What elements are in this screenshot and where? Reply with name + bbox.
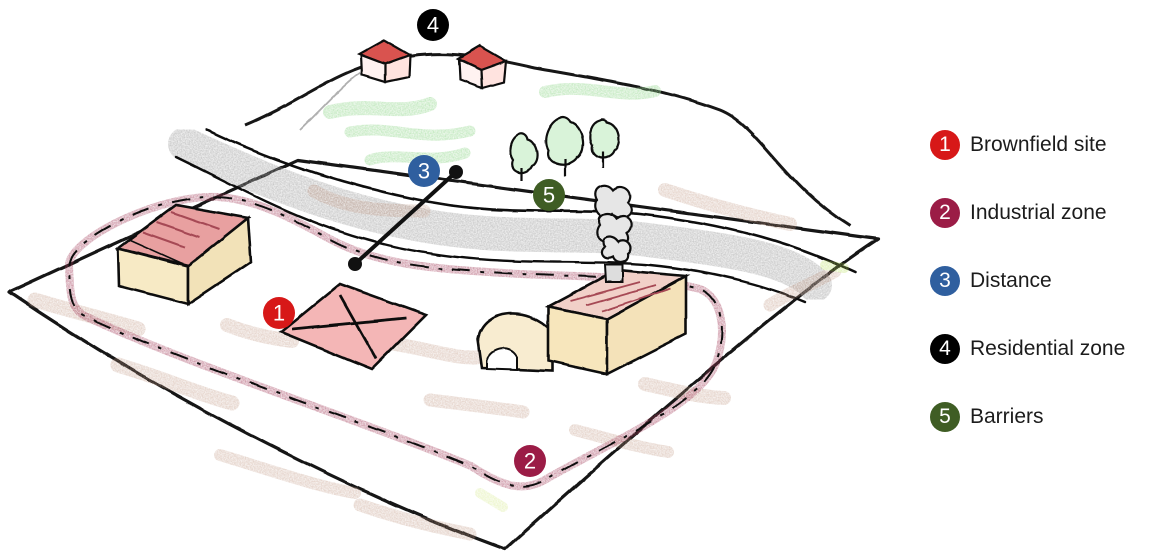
tree-icon <box>510 117 619 181</box>
legend-label-residential-zone: Residential zone <box>970 337 1125 361</box>
residential-badge: 4 <box>417 9 449 41</box>
industrial-badge: 2 <box>514 445 546 477</box>
distance-badge: 3 <box>408 155 440 187</box>
legend-label-industrial-zone: Industrial zone <box>970 201 1107 225</box>
legend-label-brownfield-site: Brownfield site <box>970 133 1107 157</box>
legend-item-industrial-zone: 2 Industrial zone <box>930 193 1166 233</box>
legend-badge-3: 3 <box>930 266 960 296</box>
industrial-badge-number: 2 <box>524 449 536 474</box>
house-icon <box>359 40 506 88</box>
barriers-badge: 5 <box>533 179 565 211</box>
legend-label-distance: Distance <box>970 269 1052 293</box>
legend-item-barriers: 5 Barriers <box>930 397 1166 437</box>
legend-item-distance: 3 Distance <box>930 261 1166 301</box>
brownfield-badge-number: 1 <box>273 301 285 326</box>
barriers-badge-number: 5 <box>543 183 555 208</box>
legend-badge-1: 1 <box>930 130 960 160</box>
legend-badge-5: 5 <box>930 402 960 432</box>
legend-label-barriers: Barriers <box>970 405 1044 429</box>
legend-item-residential-zone: 4 Residential zone <box>930 329 1166 369</box>
distance-badge-number: 3 <box>418 159 430 184</box>
legend-badge-2: 2 <box>930 198 960 228</box>
legend: 1 Brownfield site 2 Industrial zone 3 Di… <box>930 125 1166 465</box>
brownfield-badge: 1 <box>263 297 295 329</box>
legend-badge-4: 4 <box>930 334 960 364</box>
residential-badge-number: 4 <box>427 13 439 38</box>
legend-item-brownfield-site: 1 Brownfield site <box>930 125 1166 165</box>
